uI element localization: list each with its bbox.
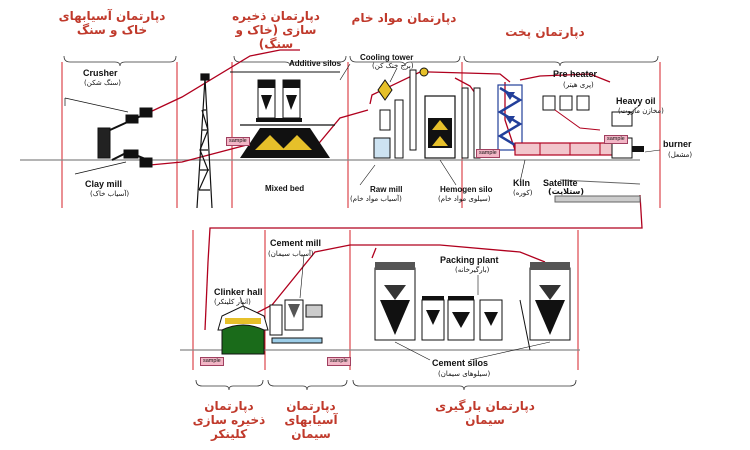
additive-silos-label: Additive silos bbox=[289, 59, 342, 68]
kiln-label-fa: (کوره) bbox=[513, 189, 533, 197]
cement-silos-label-fa: (سیلوهای سیمان) bbox=[438, 370, 491, 378]
raw-mill-machine bbox=[373, 67, 429, 159]
sample-tag-kiln: sample bbox=[604, 135, 628, 144]
heavy-oil-label: Heavy oil bbox=[616, 96, 656, 106]
heavy-oil-label-fa: (مخازن مازوت) bbox=[618, 107, 664, 115]
satellite-cooler bbox=[554, 179, 641, 203]
dept-crushing-title: دپارتمان آسیابهای خاک و سنگ bbox=[58, 9, 166, 37]
dept-cement-mill-title: دپارتمان آسیابهای سیمان bbox=[284, 399, 338, 441]
mixed-bed bbox=[240, 124, 335, 158]
cooling-tower-label: Cooling tower bbox=[360, 53, 414, 62]
satellite-label-fa: (ستلایت) bbox=[548, 187, 584, 196]
conveyor-pylon bbox=[196, 73, 213, 209]
cement-mill-machine bbox=[269, 299, 323, 344]
crusher-label: Crusher bbox=[83, 68, 118, 78]
kiln-label: Kiln bbox=[513, 178, 530, 188]
sample-tag-homogen: sample bbox=[476, 149, 500, 158]
homogen-silo-label-fa: (سیلوی مواد خام) bbox=[438, 195, 491, 203]
dept-clinker-storage-title: دپارتمان ذخیره سازی کلینکر bbox=[192, 399, 266, 441]
bottom-braces bbox=[195, 379, 577, 391]
raw-mill-label: Raw mill bbox=[370, 185, 403, 194]
clinker-hall-label: Clinker hall bbox=[214, 287, 263, 297]
dept-storage-title: دپارتمان ذخیره سازی (خاک و سنگ) bbox=[232, 9, 320, 51]
sample-tag-clinker: sample bbox=[200, 357, 224, 366]
sample-tag-cement: sample bbox=[327, 357, 351, 366]
dept-raw-material-title: دپارتمان مواد خام bbox=[351, 11, 457, 25]
clay-mill-label: Clay mill bbox=[85, 179, 123, 189]
top-braces bbox=[63, 55, 659, 67]
homogen-silo bbox=[424, 87, 481, 159]
clinker-hall bbox=[217, 305, 269, 355]
burner-label: burner bbox=[663, 139, 692, 149]
crusher-machine bbox=[64, 97, 153, 159]
packing-machine-3 bbox=[479, 299, 503, 341]
cement-mill-label-fa: (آسیاب سیمان) bbox=[268, 250, 314, 258]
clay-mill-label-fa: (آسیاب خاک) bbox=[90, 190, 130, 198]
cement-silo-right bbox=[529, 262, 571, 341]
burner-label-fa: (مشعل) bbox=[668, 151, 693, 159]
mixed-bed-label: Mixed bed bbox=[265, 184, 305, 193]
callout-lines bbox=[239, 63, 661, 361]
packing-machine-2 bbox=[447, 296, 475, 341]
pre-heater-label: Pre heater bbox=[553, 69, 598, 79]
pre-heater-label-fa: (پری هیتر) bbox=[563, 81, 594, 89]
cement-mill-label: Cement mill bbox=[270, 238, 322, 248]
heavy-oil-tanks bbox=[542, 95, 633, 131]
packing-plant-label: Packing plant bbox=[440, 255, 499, 265]
packing-machine-1 bbox=[421, 296, 445, 341]
cement-silos-label: Cement silos bbox=[432, 358, 489, 368]
dept-loading-title: دپارتمان بارگیری سیمان bbox=[435, 399, 535, 427]
cooling-tower-label-fa: (برج خنک کن) bbox=[372, 62, 414, 70]
pre-heater-tower bbox=[497, 84, 523, 151]
loading-chute bbox=[519, 299, 531, 351]
cement-silo-left bbox=[374, 262, 416, 341]
satellite-label: Satellite bbox=[543, 178, 578, 188]
sample-tag-mixed-bed: sample bbox=[226, 137, 250, 146]
dept-burning-title: دپارتمان پخت bbox=[505, 25, 585, 39]
crusher-label-fa: (سنگ شکن) bbox=[84, 79, 121, 87]
clinker-hall-label-fa: (انبار کلینکر) bbox=[214, 298, 251, 306]
packing-plant-label-fa: (بارگیرخانه) bbox=[455, 266, 490, 274]
homogen-silo-label: Hemogen silo bbox=[440, 185, 493, 194]
additive-silos bbox=[230, 71, 340, 122]
raw-mill-label-fa: (آسیاب مواد خام) bbox=[350, 195, 402, 203]
clay-mill-machine bbox=[74, 149, 153, 175]
